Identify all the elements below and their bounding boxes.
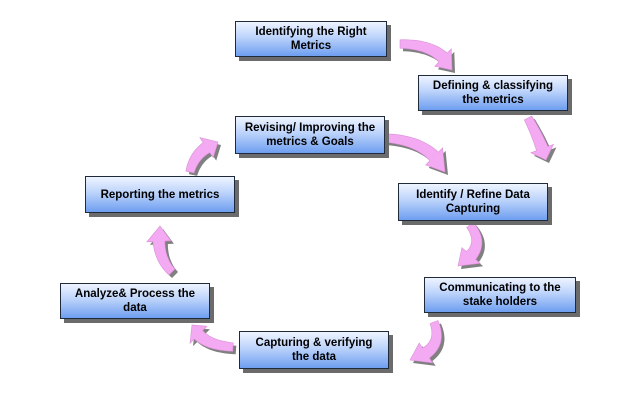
arrow-8-to-3	[383, 133, 448, 175]
step-identifying-metrics: Identifying the Right Metrics	[235, 21, 387, 57]
arrow-5-to-6	[189, 324, 237, 355]
step-reporting-metrics: Reporting the metrics	[85, 176, 235, 213]
step-defining-classifying: Defining & classifying the metrics	[418, 75, 568, 111]
step-identifying-metrics-label: Identifying the Right Metrics	[255, 26, 367, 52]
step-revising-improving-label: Revising/ Improving the metrics & Goals	[244, 122, 376, 148]
step-defining-classifying-label: Defining & classifying the metrics	[432, 80, 554, 106]
arrow-6-to-7-body	[146, 225, 176, 276]
step-reporting-metrics-label: Reporting the metrics	[100, 188, 220, 201]
step-communicating-stakeholders: Communicating to the stake holders	[424, 277, 576, 313]
arrow-7-to-8-body	[185, 137, 219, 174]
step-identify-refine-data: Identify / Refine Data Capturing	[398, 183, 548, 221]
arrow-8-to-3-body	[383, 133, 446, 173]
step-communicating-stakeholders-label: Communicating to the stake holders	[439, 282, 561, 308]
step-capturing-verifying-label: Capturing & verifying the data	[255, 337, 373, 363]
arrow-1-to-2	[399, 39, 455, 73]
arrow-4-to-5-body	[409, 320, 442, 364]
arrow-4-to-5	[409, 320, 445, 366]
step-capturing-verifying: Capturing & verifying the data	[239, 331, 389, 369]
step-analyze-process-label: Analyze& Process the data	[74, 288, 196, 314]
arrow-5-to-6-body	[189, 324, 234, 352]
arrow-3-to-4-body	[457, 221, 483, 267]
step-identify-refine-data-label: Identify / Refine Data Capturing	[416, 189, 530, 215]
arrow-7-to-8	[185, 137, 221, 176]
step-revising-improving: Revising/ Improving the metrics & Goals	[235, 116, 385, 154]
arrow-6-to-7	[146, 225, 178, 278]
step-analyze-process: Analyze& Process the data	[60, 283, 210, 319]
arrow-2-to-3	[523, 115, 557, 163]
arrow-1-to-2-body	[399, 39, 453, 71]
arrow-2-to-3-body	[523, 115, 554, 161]
arrow-3-to-4	[457, 221, 485, 269]
